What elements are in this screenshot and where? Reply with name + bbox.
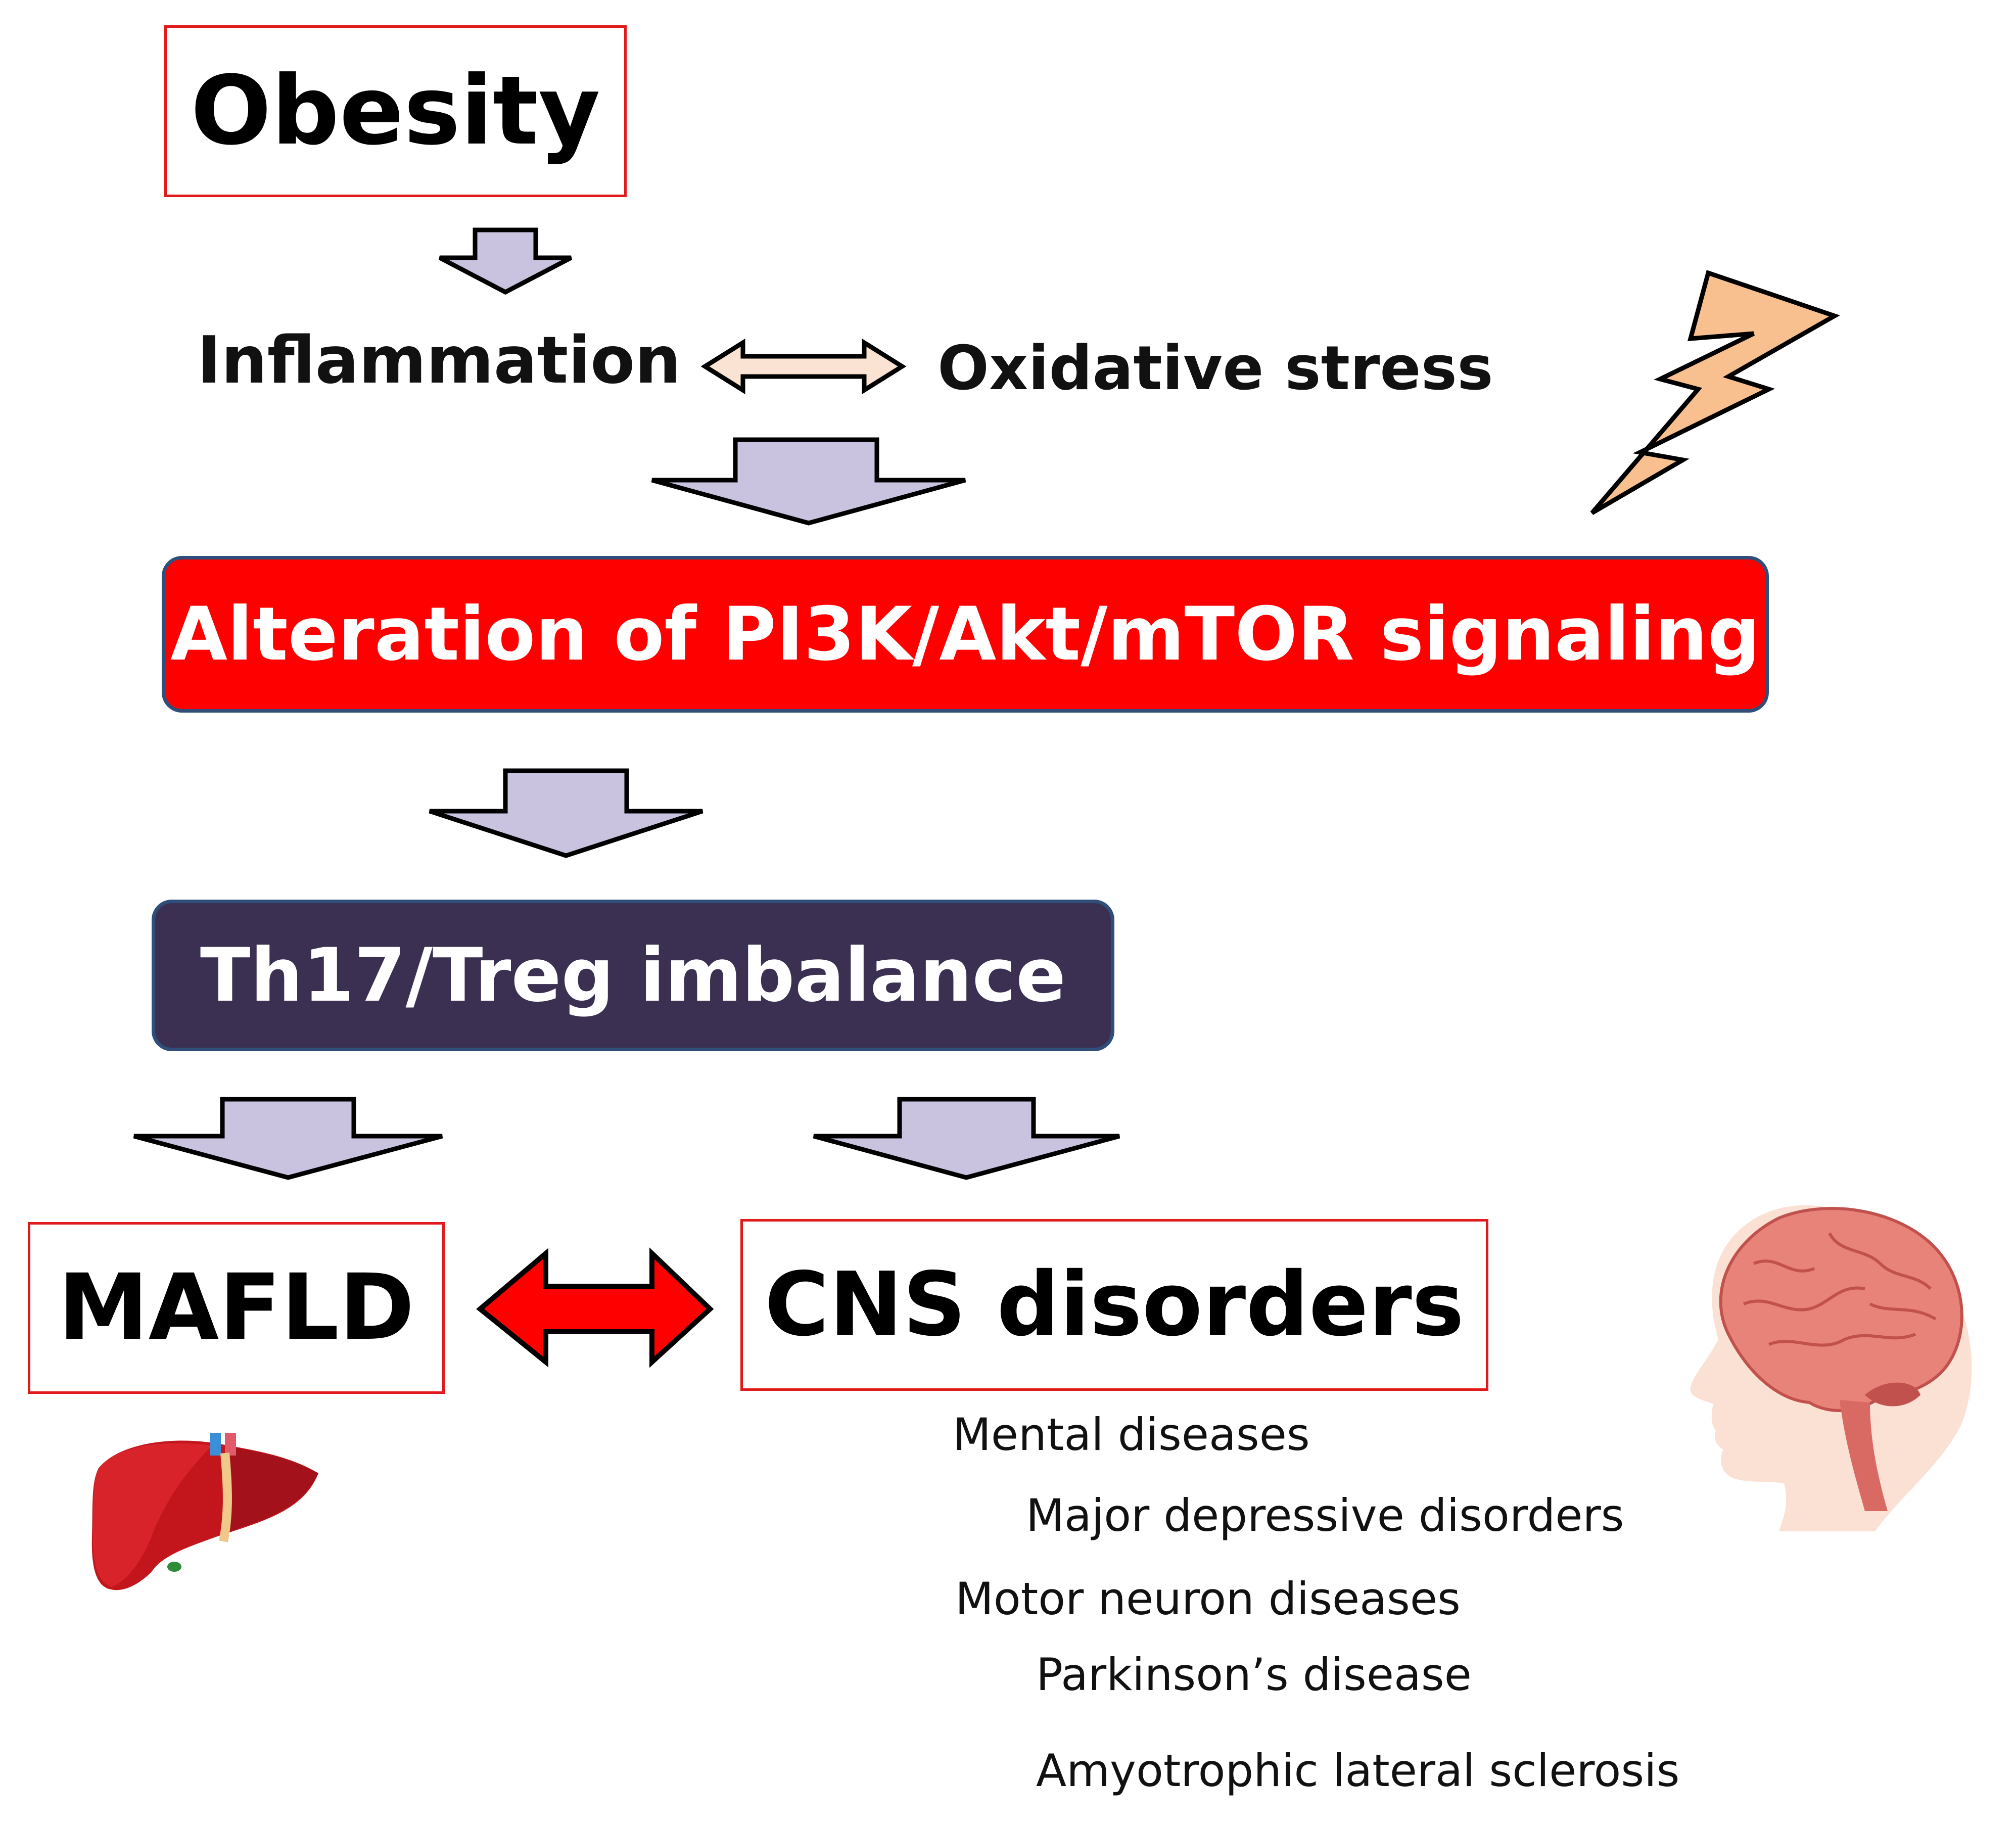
disease-item: Mental diseases	[953, 1409, 1310, 1461]
pi3k-signaling-box: Alteration of PI3K/Akt/mTOR signaling	[162, 556, 1769, 713]
down-arrow-icon	[813, 1097, 1120, 1180]
liver-icon	[91, 1433, 318, 1590]
double-arrow-icon	[700, 338, 907, 395]
double-arrow-icon	[476, 1247, 714, 1368]
th17-treg-label: Th17/Treg imbalance	[200, 932, 1066, 1018]
cns-disorders-label: CNS disorders	[764, 1253, 1465, 1356]
disease-item: Amyotrophic lateral sclerosis	[1036, 1745, 1680, 1797]
down-arrow-icon	[438, 227, 573, 295]
obesity-box: Obesity	[164, 25, 627, 197]
inflammation-label: Inflammation	[197, 323, 681, 398]
down-arrow-icon	[651, 437, 966, 526]
disease-item: Parkinson’s disease	[1036, 1649, 1472, 1701]
disease-item: Major depressive disorders	[1026, 1489, 1624, 1541]
mafld-box: MAFLD	[28, 1222, 445, 1394]
cns-disorders-box: CNS disorders	[740, 1219, 1488, 1391]
oxidative-stress-label: Oxidative stress	[937, 334, 1493, 404]
lightning-icon	[1590, 270, 1840, 515]
pi3k-signaling-label: Alteration of PI3K/Akt/mTOR signaling	[170, 591, 1761, 677]
down-arrow-icon	[429, 768, 704, 858]
brain-head-icon	[1690, 1205, 1972, 1531]
down-arrow-icon	[133, 1097, 443, 1180]
obesity-label: Obesity	[191, 56, 600, 166]
th17-treg-box: Th17/Treg imbalance	[152, 900, 1114, 1051]
mafld-label: MAFLD	[58, 1255, 415, 1361]
disease-item: Motor neuron diseases	[955, 1573, 1461, 1625]
